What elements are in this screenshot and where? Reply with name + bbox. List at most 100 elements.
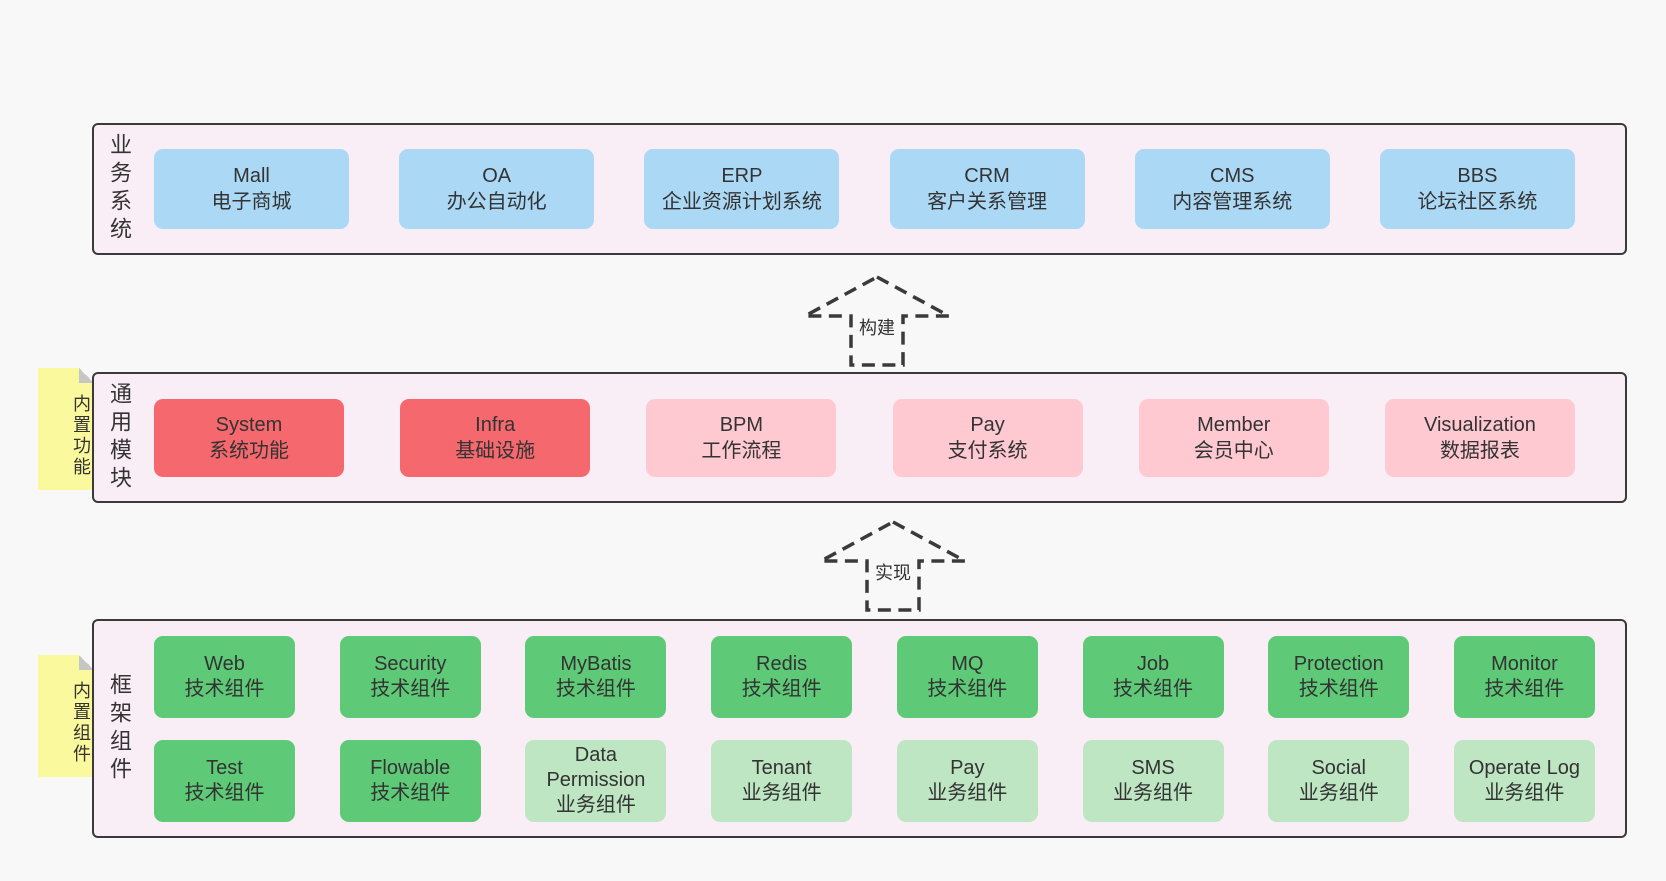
box-infra: Infra 基础设施: [400, 398, 591, 477]
box-title: System: [215, 413, 283, 436]
box-subtitle: 论坛社区系统: [1417, 191, 1538, 213]
box-subtitle: 内容管理系统: [1172, 191, 1293, 213]
box-bpm: BPM 工作流程: [646, 398, 837, 477]
box-subtitle: 业务组件: [555, 794, 636, 816]
box-title: Pay: [970, 413, 1005, 436]
box-data-permission: Data Permission 业务组件: [525, 739, 667, 822]
box-title: Job: [1136, 652, 1170, 675]
box-subtitle: 技术组件: [741, 677, 822, 700]
sticky-note-text: 内置组件: [71, 681, 91, 765]
box-subtitle: 技术组件: [184, 781, 265, 804]
box-title: Mall: [233, 165, 270, 187]
arrow-build-label: 构建: [856, 314, 898, 340]
box-title: CMS: [1210, 165, 1255, 187]
arrow-implement: 实现: [819, 520, 967, 612]
box-subtitle: 办公自动化: [446, 191, 547, 213]
sticky-note-builtin-features: 内置功能: [38, 368, 94, 490]
box-title: Infra: [475, 413, 516, 436]
box-system: System 系统功能: [154, 398, 344, 477]
box-subtitle: 业务组件: [741, 781, 822, 804]
sticky-fold-icon: [79, 368, 94, 383]
box-title: Monitor: [1491, 652, 1558, 675]
up-arrow-icon: [820, 520, 966, 612]
box-subtitle: 客户关系管理: [927, 191, 1048, 213]
box-subtitle: 技术组件: [927, 677, 1008, 700]
arrow-build: 构建: [803, 275, 951, 367]
box-subtitle: 技术组件: [1113, 677, 1194, 700]
box-subtitle: 技术组件: [555, 677, 636, 700]
box-title: Security: [374, 652, 447, 675]
arrow-implement-label: 实现: [872, 559, 914, 585]
box-subtitle: 技术组件: [370, 677, 451, 700]
box-title: Visualization: [1423, 413, 1536, 436]
box-title: MyBatis: [560, 652, 632, 675]
layer-label-framework-components: 框架组件: [107, 672, 132, 785]
box-erp: ERP 企业资源计划系统: [644, 149, 840, 229]
up-arrow-icon: [804, 275, 950, 367]
layer-label-business-systems: 业务系统: [107, 133, 132, 245]
box-subtitle: 支付系统: [947, 439, 1028, 462]
box-subtitle: 企业资源计划系统: [661, 191, 822, 213]
box-subtitle: 数据报表: [1439, 439, 1520, 462]
box-title: Web: [204, 652, 245, 675]
box-bbs: BBS 论坛社区系统: [1379, 149, 1575, 229]
box-subtitle: 业务组件: [1484, 781, 1565, 804]
box-title: MQ: [951, 652, 984, 675]
box-title: Pay: [950, 756, 985, 779]
box-title: BBS: [1457, 165, 1498, 187]
box-subtitle: 基础设施: [455, 439, 536, 462]
box-subtitle: 业务组件: [1298, 781, 1379, 804]
box-title: Social: [1311, 756, 1366, 779]
box-title: SMS: [1131, 756, 1175, 779]
box-mall: Mall 电子商城: [154, 149, 349, 229]
box-pay: Pay 支付系统: [892, 398, 1083, 477]
box-title: Data Permission: [546, 744, 646, 791]
box-title: CRM: [964, 165, 1010, 187]
box-subtitle: 系统功能: [209, 439, 289, 462]
box-subtitle: 技术组件: [1298, 677, 1379, 700]
box-subtitle: 业务组件: [927, 781, 1008, 804]
box-subtitle: 电子商城: [211, 191, 292, 213]
box-title: Protection: [1293, 652, 1384, 675]
box-subtitle: 技术组件: [370, 781, 451, 804]
box-title: Redis: [756, 652, 808, 675]
box-subtitle: 会员中心: [1193, 439, 1274, 462]
box-subtitle: 工作流程: [701, 439, 782, 462]
box-crm: CRM 客户关系管理: [889, 149, 1085, 229]
box-subtitle: 技术组件: [184, 677, 265, 700]
box-title: BPM: [719, 413, 764, 436]
box-subtitle: 技术组件: [1484, 677, 1565, 700]
box-title: Operate Log: [1468, 756, 1581, 779]
box-visualization: Visualization 数据报表: [1384, 398, 1575, 477]
sticky-note-text: 内置功能: [71, 394, 91, 478]
box-title: ERP: [721, 165, 763, 187]
sticky-fold-icon: [79, 655, 94, 670]
box-title: Tenant: [751, 756, 812, 779]
